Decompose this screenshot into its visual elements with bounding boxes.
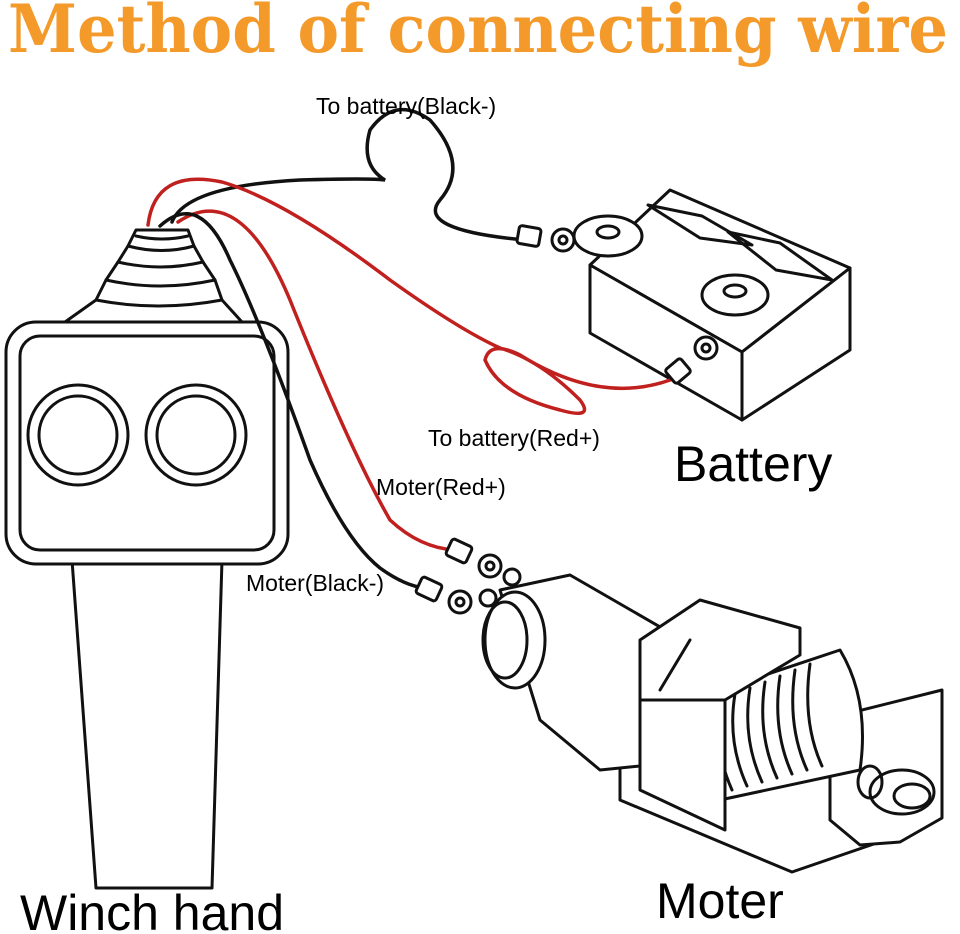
- label-battery: Battery: [674, 436, 832, 492]
- ring-connector-motor-black: [414, 575, 473, 615]
- remote-button-right: [144, 383, 248, 487]
- motor-terminal-posts: [478, 567, 522, 608]
- diagram-title: Method of connecting wire: [8, 0, 948, 68]
- winch-hand-remote: [4, 228, 290, 890]
- battery-terminal-negative: [572, 214, 644, 258]
- label-motor: Moter: [656, 873, 784, 929]
- winch-motor: [478, 567, 944, 874]
- ring-connector-motor-red: [444, 537, 503, 579]
- ring-connector-battery-red: [664, 335, 719, 385]
- label-battery-red: To battery(Red+): [428, 425, 600, 451]
- label-battery-black: To battery(Black-): [316, 93, 496, 119]
- wire-red-motor: [176, 209, 457, 552]
- remote-button-left: [26, 383, 130, 487]
- battery-terminal-positive: [700, 273, 770, 317]
- label-motor-black: Moter(Black-): [246, 570, 384, 596]
- label-motor-red: Moter(Red+): [376, 474, 506, 500]
- label-winch-hand: Winch hand: [20, 885, 284, 934]
- wires: [146, 107, 672, 590]
- ring-connector-battery-black: [515, 224, 576, 253]
- winch-shaft-knob: [856, 764, 936, 816]
- wire-black-motor: [158, 212, 427, 590]
- wire-red-battery: [146, 177, 672, 416]
- wire-black-battery: [170, 107, 527, 242]
- cable-boot: [63, 228, 244, 324]
- battery: [572, 188, 852, 422]
